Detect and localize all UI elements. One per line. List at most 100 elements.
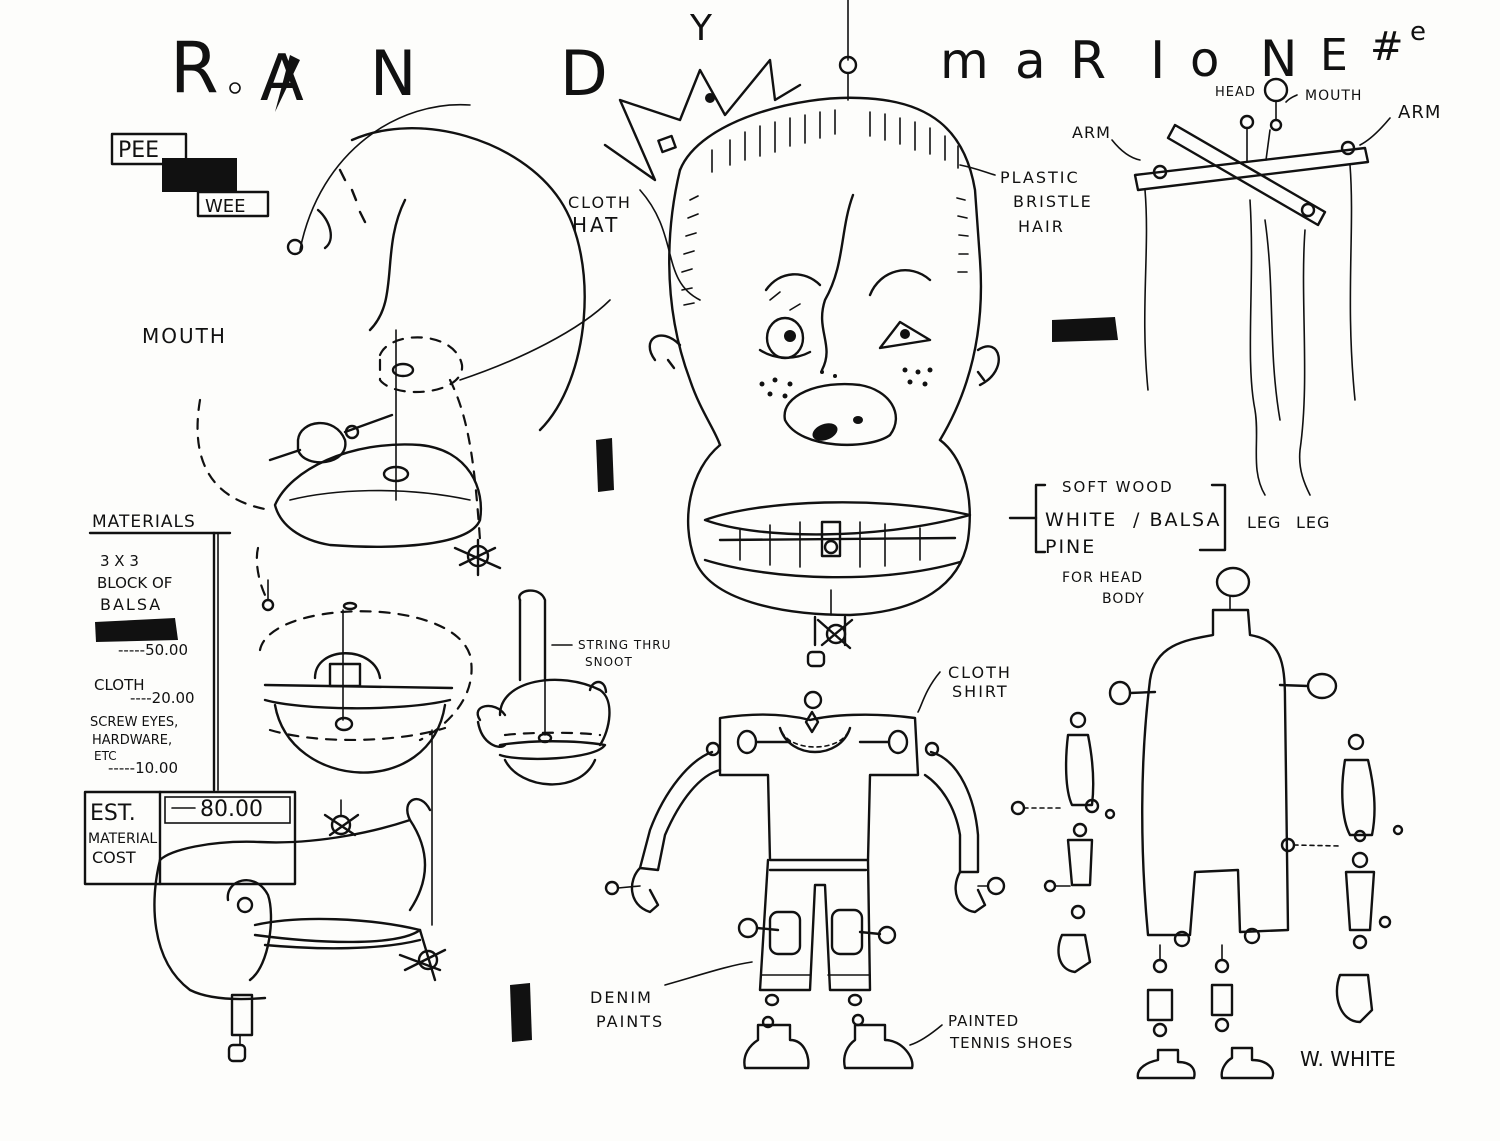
label-cloth-hat: HAT xyxy=(572,213,620,237)
control-bar: HEAD MOUTH ARM ARM LEG LEG xyxy=(1072,77,1441,532)
jaw-dashed xyxy=(448,378,482,542)
mouth-open xyxy=(253,917,422,944)
string xyxy=(1264,219,1281,421)
material-line: SCREW EYES, xyxy=(90,715,178,730)
leader-line xyxy=(959,164,996,176)
title-letter: E xyxy=(1320,30,1348,81)
label-text: ARM xyxy=(1398,102,1441,123)
logo-black-bar xyxy=(162,158,237,192)
screw-eye-head xyxy=(1239,114,1255,130)
ink-blot xyxy=(275,55,300,112)
screw-eye xyxy=(1010,800,1026,816)
screw-eye xyxy=(1353,829,1367,843)
label-text: ARM xyxy=(1072,123,1111,142)
label-text: PINE xyxy=(1045,536,1096,558)
label-text: TENNIS SHOES xyxy=(949,1034,1073,1052)
logo-text-wee: WEE xyxy=(205,196,246,217)
ankle-eye xyxy=(1214,1017,1230,1033)
label-text: DENIM xyxy=(590,988,653,1007)
hip-eye xyxy=(1173,930,1191,948)
hat-line xyxy=(459,299,611,381)
elbow-eye xyxy=(924,741,940,757)
eyelash xyxy=(758,348,812,359)
label-leg: LEG xyxy=(1247,513,1281,532)
ear xyxy=(406,798,432,822)
head-outline xyxy=(668,168,722,447)
neck-ring xyxy=(227,1043,247,1063)
total-box xyxy=(164,796,291,824)
elbow-eye xyxy=(705,741,721,757)
material-line: BALSA xyxy=(100,595,162,614)
head-side-view: MOUTH xyxy=(142,103,611,612)
hand-left xyxy=(630,866,660,914)
pin-line xyxy=(1293,844,1341,847)
tennis-shoe-right xyxy=(843,1023,914,1070)
neck-ring xyxy=(806,650,826,668)
shoulder-eye xyxy=(1306,672,1338,700)
pupil-right xyxy=(900,329,910,339)
wood-note: SOFT WOOD WHITE / BALSA PINE FOR HEAD BO… xyxy=(1008,478,1227,607)
logo-box xyxy=(196,190,270,218)
material-line: BLOCK OF xyxy=(97,574,172,592)
label-text: HAIR xyxy=(1018,217,1065,236)
string xyxy=(1143,189,1149,391)
ankle-eye xyxy=(764,993,780,1007)
forearm xyxy=(1066,838,1094,887)
lower-lip xyxy=(703,558,962,579)
snoot-back xyxy=(476,720,507,748)
ankle-eye xyxy=(847,993,863,1007)
material-line: 3 X 3 xyxy=(100,552,139,570)
material-line: CLOTH xyxy=(94,676,145,694)
neck-peg xyxy=(230,993,254,1037)
screw-head xyxy=(330,814,352,836)
label-text: MOUTH xyxy=(1305,88,1362,104)
peg xyxy=(1265,129,1271,161)
title-dot xyxy=(229,82,241,94)
screw-head xyxy=(466,544,490,568)
leg-segment xyxy=(1210,983,1234,1017)
snoot-bottom xyxy=(503,758,597,786)
eye xyxy=(236,896,254,914)
cost-box xyxy=(83,790,297,886)
materials-heading: MATERIALS xyxy=(92,512,196,532)
string-tube xyxy=(518,589,547,682)
label-text: CLOTH xyxy=(948,663,1012,682)
label-text: PAINTED xyxy=(948,1012,1019,1030)
title-marionette: m a R I o N E # e xyxy=(940,17,1426,91)
material-price: ----20.00 xyxy=(130,689,195,707)
shoe-eye xyxy=(761,1015,775,1029)
hinge-pin xyxy=(343,413,394,434)
leader-line xyxy=(1111,139,1141,161)
mouth-cavity-dashed xyxy=(378,336,464,394)
wrist-eye xyxy=(986,876,1006,896)
est-label: EST. xyxy=(90,801,136,826)
title-letter: I xyxy=(1150,31,1165,91)
head-outline xyxy=(678,96,983,442)
title-letter: # xyxy=(1370,24,1404,70)
snoot-top xyxy=(498,678,611,747)
label-mouth: MOUTH xyxy=(142,324,227,348)
leg-segment xyxy=(1146,988,1174,1022)
freckles xyxy=(759,367,933,399)
profile-top xyxy=(158,818,427,912)
crossbar xyxy=(1166,123,1327,227)
cloth-hat: CLOTH HAT xyxy=(568,58,802,301)
knee-patch xyxy=(768,910,802,956)
title-letter: a xyxy=(1015,32,1046,90)
title-randy: R A N D Y xyxy=(170,8,713,116)
label-text: / BALSA xyxy=(1133,509,1221,531)
hand xyxy=(1335,973,1374,1024)
hand xyxy=(1057,933,1092,974)
nostril xyxy=(812,423,838,441)
material-price: -----50.00 xyxy=(118,641,188,659)
scribble-blot xyxy=(1052,317,1118,342)
screw-cross xyxy=(816,618,854,650)
shoulder-pin xyxy=(1128,690,1157,695)
screw-eye xyxy=(342,601,358,611)
head-dashed xyxy=(258,610,473,742)
eye-right xyxy=(878,320,932,350)
jaw-top xyxy=(263,698,452,710)
shirt xyxy=(718,713,920,862)
screw-head xyxy=(825,623,847,645)
logo-box xyxy=(110,132,188,166)
